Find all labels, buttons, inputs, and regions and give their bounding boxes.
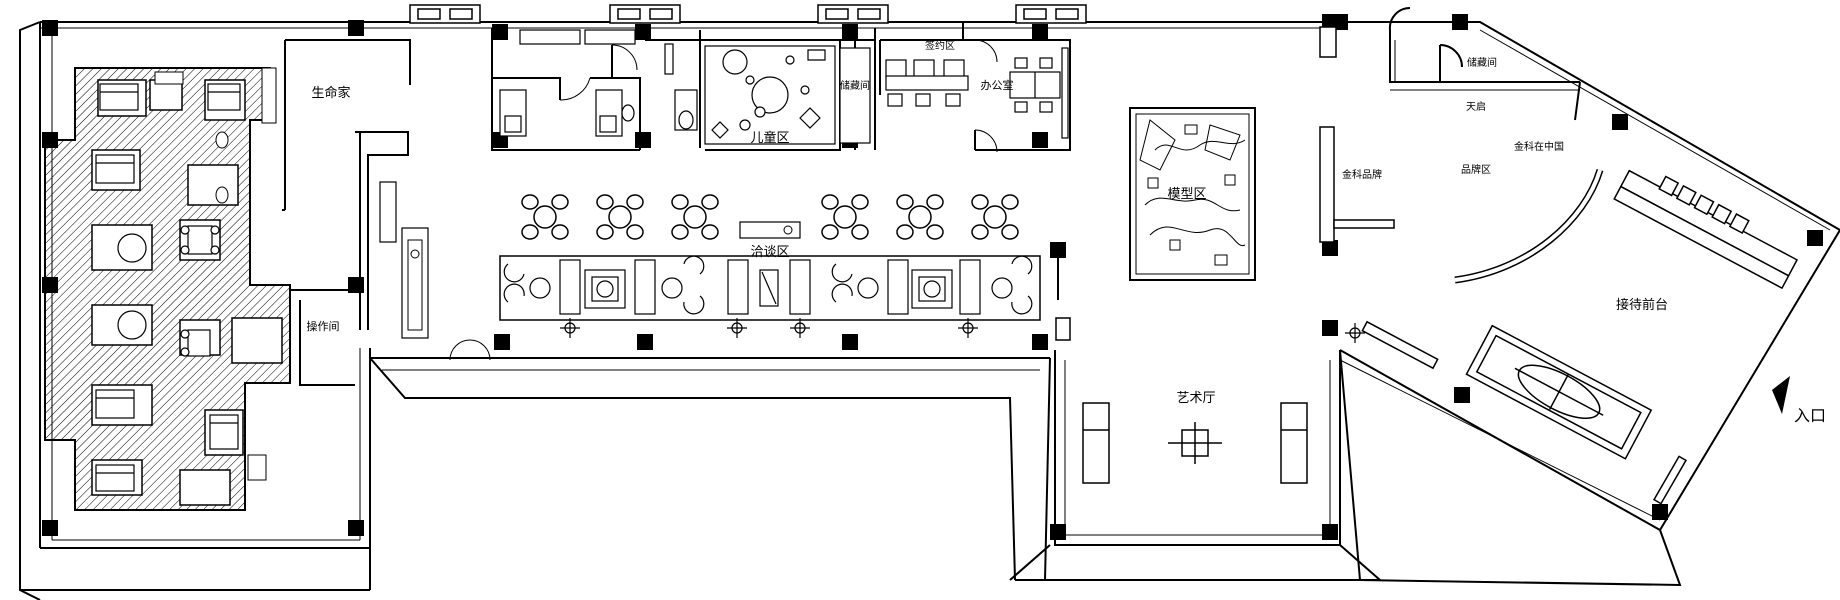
brand-walls (1055, 26, 1395, 341)
label-gemdale-brand: 金科品牌 (1342, 168, 1382, 181)
curved-brand-wall (1454, 168, 1604, 284)
door-swings (449, 39, 998, 361)
label-office: 办公室 (981, 78, 1014, 92)
reception-furniture (1361, 169, 1799, 505)
office-furniture (885, 47, 1069, 139)
label-kids-area: 儿童区 (750, 130, 789, 146)
art-hall-furniture (1082, 402, 1308, 484)
label-signing-area: 签约区 (925, 39, 955, 52)
entrance-arrow-icon (1772, 376, 1790, 414)
label-negotiation-area: 洽谈区 (750, 245, 789, 260)
label-life-home: 生命家 (311, 85, 350, 101)
room-labels: 生命家 操作间 储藏间 儿童区 签约区 办公室 洽谈区 模型区 艺术厅 金科品牌… (307, 39, 1827, 425)
label-reception: 接待前台 (1616, 297, 1668, 313)
label-entrance: 入口 (1794, 406, 1826, 425)
reception-marker (1345, 323, 1365, 343)
restroom-fixtures (499, 29, 698, 137)
label-operation-room: 操作间 (307, 319, 340, 333)
label-model-area: 模型区 (1167, 187, 1206, 202)
label-storage-left: 储藏间 (840, 79, 870, 92)
outer-walls (19, 21, 1840, 600)
life-home-model (44, 67, 291, 511)
label-gemdale-in-china: 金科在中国 (1514, 140, 1564, 153)
model-area-table (1129, 107, 1256, 281)
negotiation-area-furniture (499, 194, 1041, 338)
top-windows (409, 4, 1087, 24)
label-skylight: 天启 (1466, 100, 1486, 113)
right-upper-walls (1388, 6, 1581, 121)
life-home-walls (282, 39, 411, 386)
label-storage-right: 储藏间 (1467, 56, 1497, 69)
kids-area-furniture (704, 45, 836, 145)
label-art-hall: 艺术厅 (1176, 391, 1215, 406)
label-brand-area: 品牌区 (1461, 163, 1491, 176)
storage-room-left (839, 47, 871, 144)
